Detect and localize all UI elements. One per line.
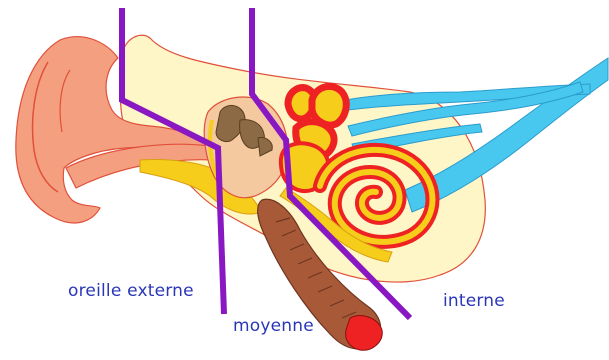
label-inner-ear: interne	[443, 291, 505, 311]
label-middle-ear: moyenne	[233, 316, 314, 336]
label-external-ear: oreille externe	[68, 281, 194, 301]
